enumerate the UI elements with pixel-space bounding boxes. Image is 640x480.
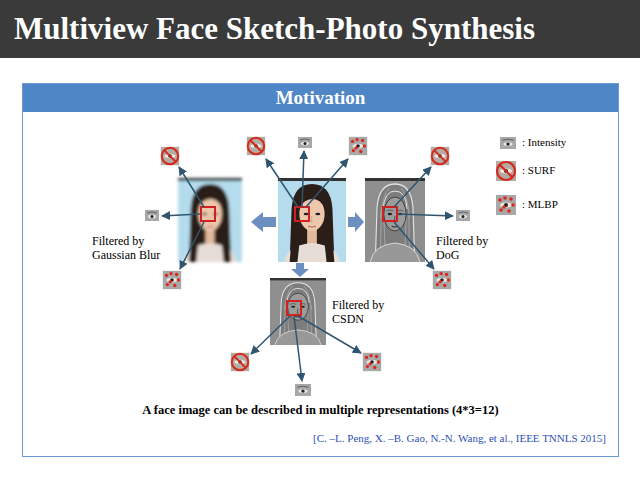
feature-icon: [298, 137, 312, 148]
feature-arrow: [398, 214, 453, 216]
feature-arrow: [394, 222, 434, 269]
feature-arrow: [162, 214, 200, 216]
feature-icon: [163, 271, 181, 289]
feature-arrow: [294, 316, 302, 381]
title-text: Multiview Face Sketch-Photo Synthesis: [14, 0, 535, 58]
patch-square: [383, 207, 397, 221]
feature-arrow: [302, 151, 304, 207]
gaussian-image: [178, 178, 242, 262]
patch-square: [201, 207, 215, 221]
feature-icon: [363, 353, 381, 371]
filter-label: Filtered by Gaussian Blur: [92, 234, 178, 262]
original-photo: [278, 178, 346, 262]
legend-text: : SURF: [522, 164, 555, 177]
feature-arrow: [180, 222, 204, 269]
legend-icon: [496, 161, 516, 181]
patch-square: [287, 301, 301, 315]
title-bar: [0, 0, 640, 58]
filter-label: Filtered by DoG: [436, 234, 502, 262]
feature-icon: [431, 147, 449, 165]
feature-icon: [161, 147, 179, 165]
filter-arrow: [291, 263, 309, 277]
citation-text: [C. –L. Peng, X. –B. Gao, N.-N. Wang, et…: [280, 432, 606, 445]
feature-icon: [145, 210, 159, 221]
csdn-image: [270, 278, 326, 345]
filter-arrow: [251, 212, 364, 277]
legend-icon: [496, 195, 516, 215]
feature-arrow: [266, 159, 298, 207]
filter-arrow: [251, 212, 276, 232]
feature-icon: [145, 137, 470, 396]
patch-square: [295, 207, 309, 221]
filter-arrow: [348, 212, 364, 232]
legend-icon: [500, 137, 516, 149]
feature-icon: [231, 353, 249, 371]
feature-icon: [456, 210, 470, 221]
filter-label: Filtered by CSDN: [332, 298, 398, 326]
legend-text: : MLBP: [522, 198, 558, 211]
panel-ground: [22, 83, 619, 457]
feature-icon: [349, 137, 367, 155]
feature-arrow: [306, 159, 348, 207]
feature-icon: [295, 384, 311, 396]
feature-icon: [247, 137, 265, 155]
panel-heading: Motivation: [23, 84, 618, 112]
legend-icon: [496, 137, 516, 215]
feature-icon: [433, 271, 451, 289]
legend-text: : Intensity: [522, 136, 566, 149]
feature-arrow: [162, 151, 453, 381]
feature-arrow: [251, 316, 290, 354]
feature-arrow: [179, 167, 204, 207]
dog-image: [365, 178, 425, 262]
feature-arrow: [394, 167, 431, 207]
caption-text: A face image can be described in multipl…: [22, 403, 619, 418]
